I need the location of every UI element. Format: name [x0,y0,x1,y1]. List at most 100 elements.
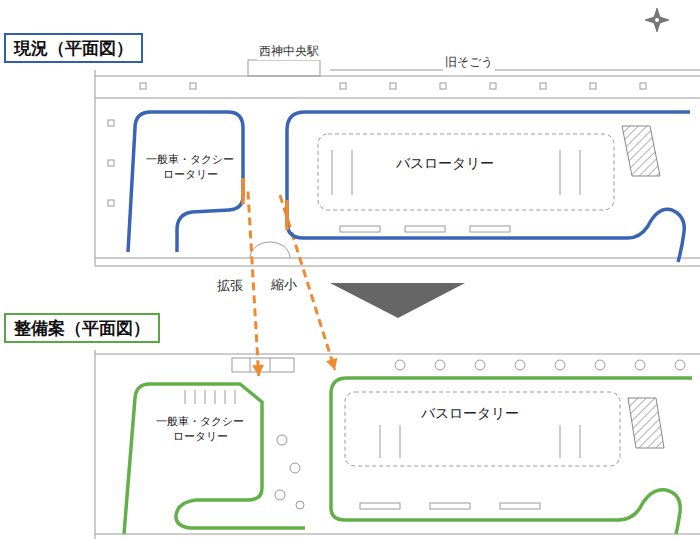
rotary-route [287,112,690,262]
column [440,83,446,89]
building-line [330,70,700,71]
tree [275,490,285,500]
tree [395,360,405,370]
building-name: 旧そごう [443,54,495,71]
parking-stripe [205,390,206,404]
hatched-area [622,126,660,176]
rotary-area: 一般車・タクシー ロータリー [122,106,248,256]
bus-bay [400,425,401,458]
title-text: 整備案（平面図） [14,318,150,338]
parking-stripe [225,390,226,404]
existing-base-map [95,60,700,266]
building-line [95,76,700,77]
road-line [95,266,700,267]
rotary-route [331,378,692,534]
column [190,83,196,89]
bus-bay [560,425,561,458]
station-structure [250,358,251,372]
edge-label-holder: 拡張 [215,275,245,295]
title-text: 現況（平面図） [14,38,133,58]
column [540,83,546,89]
parking-stripe [215,390,216,404]
tree [475,360,485,370]
transition-arrow [330,283,465,318]
bus-island [345,392,620,466]
bus-bay [332,150,333,195]
bus-stop [470,226,510,232]
dashed-connector [248,192,259,377]
tree [675,360,685,370]
label-holder: 西神中央駅 [257,40,321,60]
road-line [95,70,96,266]
road-line [95,350,96,539]
rotary-route [124,384,305,534]
column [490,83,496,89]
station-name: 西神中央駅 [257,43,321,60]
parking-stripe [195,390,196,404]
change-arrow [248,192,264,377]
tree [635,360,645,370]
parking-stripe [185,390,186,404]
station-structure [270,358,271,372]
compass-star [645,8,669,32]
bus-bay [560,150,561,195]
bus-stop [405,226,445,232]
bus-bay [352,150,353,195]
plan-title: 整備案（平面図） [4,313,160,343]
tree [515,360,525,370]
arrow-head [252,365,264,376]
bus-bay [380,425,381,458]
bus-bay [580,150,581,195]
column [590,83,596,89]
plan-title: 現況（平面図） [4,33,143,63]
tree [435,360,445,370]
bus-stop [500,503,540,509]
label-holder: 旧そごう [443,51,495,71]
compass-center [655,18,659,22]
sidewalk-line [95,98,700,99]
rotary-outline [280,106,692,268]
area-label: 一般車・タクシー ロータリー [154,415,246,445]
building-line [95,354,700,355]
area-label: バスロータリー [421,404,519,423]
edge-label-holder: 縮小 [269,274,299,294]
rotary-outline [122,106,248,256]
change-marker [285,200,289,230]
proposed-base-map [95,350,700,539]
change-label: 縮小 [269,276,299,294]
bus-stop [360,503,400,509]
parking-stripe [235,390,236,404]
road-line [95,258,700,259]
column [390,83,396,89]
compass [645,8,669,32]
plaza-arc [250,242,290,258]
tree [595,360,605,370]
bus-bay [580,425,581,458]
column [340,83,346,89]
rotary-outline [120,376,310,536]
rotary-route [128,112,243,252]
station-building [248,60,320,76]
column [108,200,114,206]
area-label: バスロータリー [396,154,494,173]
tree [555,360,565,370]
change-marker [241,178,245,204]
bus-stop [340,226,380,232]
rotary-outline [320,370,694,536]
column [108,120,114,126]
arrow-head [326,358,337,370]
tree [296,501,304,509]
rotary-area: バスロータリー [320,370,694,536]
change-label: 拡張 [215,277,245,295]
bus-island [318,134,614,210]
tree [277,435,287,445]
bus-stop [430,503,470,509]
column [108,160,114,166]
area-label: 一般車・タクシー ロータリー [144,153,236,183]
column [140,83,146,89]
rotary-area: 一般車・タクシー ロータリー [120,376,310,536]
tree [290,463,300,473]
